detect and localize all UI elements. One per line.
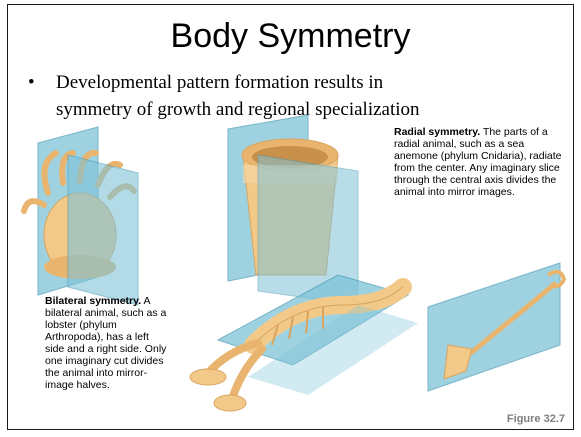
radial-heading: Radial symmetry.: [394, 126, 480, 138]
bilateral-body: A bilateral animal, such as a lobster (p…: [45, 295, 166, 391]
figure-label: Figure 32.7: [507, 413, 565, 425]
slide: Body Symmetry • Developmental pattern fo…: [7, 4, 574, 430]
radial-symmetry-caption: Radial symmetry. The parts of a radial a…: [394, 126, 570, 198]
bilateral-symmetry-caption: Bilateral symmetry. A bilateral animal, …: [45, 295, 167, 391]
bilateral-heading: Bilateral symmetry.: [45, 295, 141, 307]
shovel-illustration: [428, 263, 564, 391]
lobster-illustration: [190, 275, 418, 411]
sea-anemone-illustration: [24, 127, 138, 305]
